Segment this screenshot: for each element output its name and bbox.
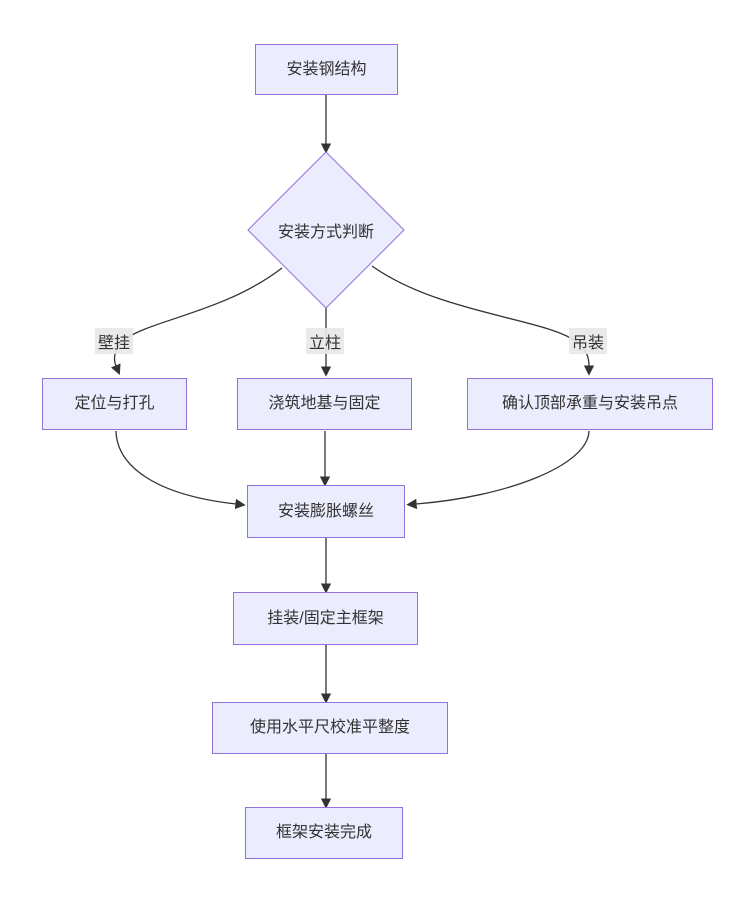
node-install-expansion-bolts: 安装膨胀螺丝 [247, 485, 405, 538]
node-install-steel-structure: 安装钢结构 [255, 44, 398, 95]
edge-label-column: 立柱 [305, 328, 345, 354]
edge-decision-to-wallmount [110, 267, 283, 375]
edge-ceiling-to-anchor [406, 430, 590, 510]
node-pour-foundation: 浇筑地基与固定 [237, 378, 412, 430]
node-confirm-ceiling-load: 确认顶部承重与安装吊点 [467, 378, 713, 430]
edge-label-wall-mount: 壁挂 [94, 328, 134, 354]
edge-decision-to-hoist [371, 265, 595, 376]
node-position-and-drill: 定位与打孔 [42, 378, 187, 430]
edge-label-hoist: 吊装 [568, 328, 608, 354]
node-frame-complete: 框架安装完成 [245, 807, 403, 859]
node-level-calibration: 使用水平尺校准平整度 [212, 702, 448, 754]
node-decision-label: 安装方式判断 [277, 224, 375, 241]
node-mount-main-frame: 挂装/固定主框架 [233, 592, 418, 645]
decision-diamond-shape [247, 151, 405, 309]
edge-drill-to-anchor [115, 430, 246, 510]
